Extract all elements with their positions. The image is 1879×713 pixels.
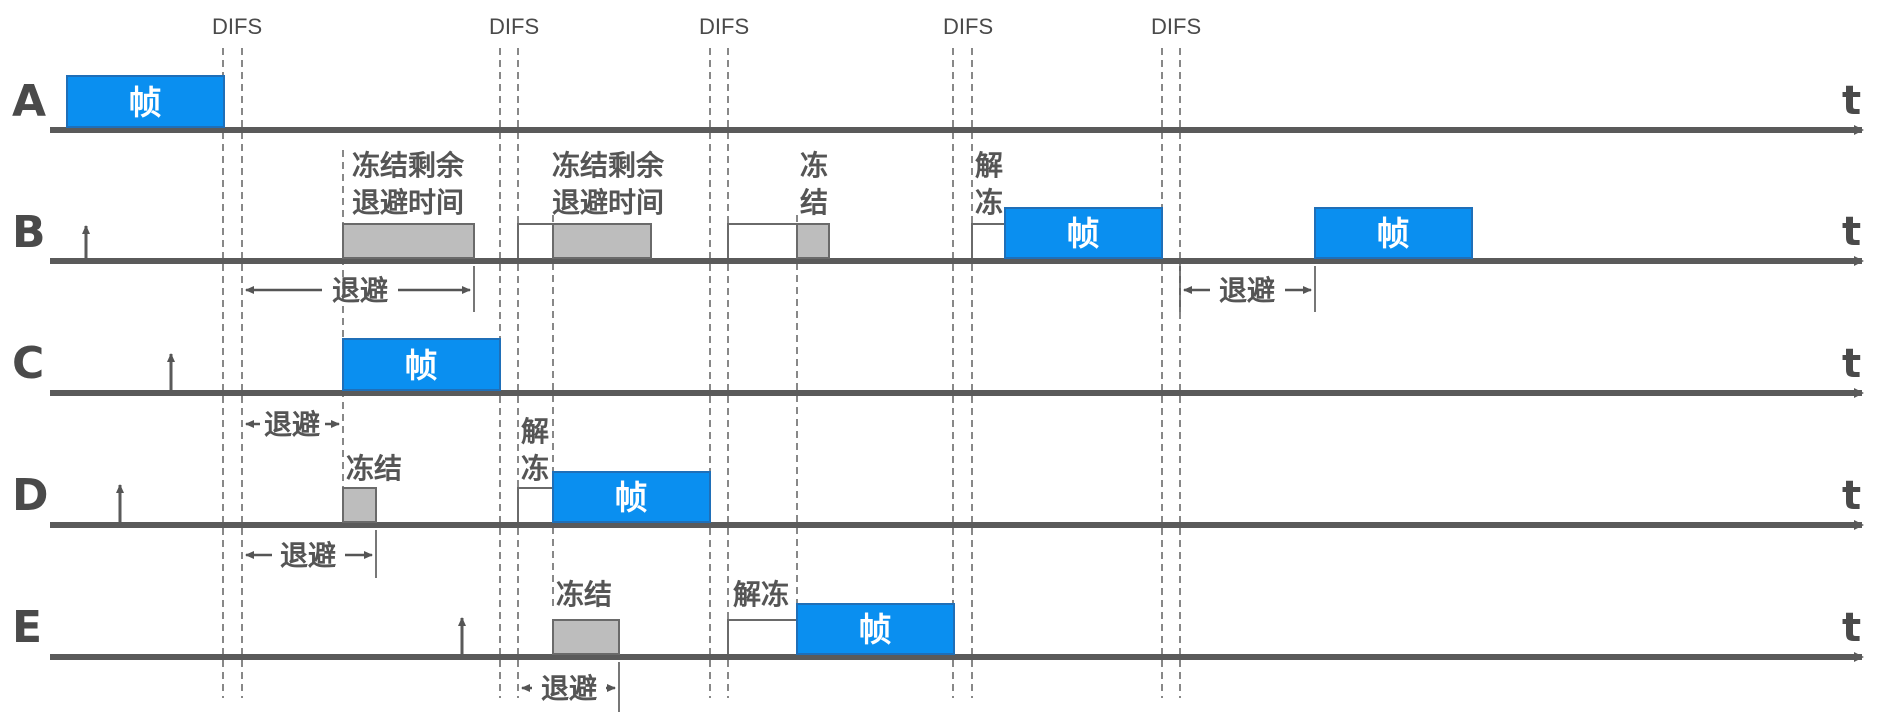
station-label-a: A xyxy=(12,76,46,127)
backoff-segment-b-2 xyxy=(552,223,652,259)
time-label-a: t xyxy=(1842,78,1861,124)
time-axes xyxy=(50,125,1864,662)
time-label-e: t xyxy=(1842,605,1861,651)
backoff-label-b-2: 退避 xyxy=(1219,274,1275,307)
frame-c xyxy=(342,338,501,391)
note-b-freeze-char1: 冻 xyxy=(800,149,828,182)
time-label-c: t xyxy=(1842,341,1861,387)
backoff-segment-d-1 xyxy=(342,487,377,523)
frame-d xyxy=(552,471,711,523)
note-b-unfreeze-char1: 解 xyxy=(975,149,1003,182)
note-b-freeze-remaining-2-line1: 冻结剩余 xyxy=(552,149,665,182)
difs-label-5: DIFS xyxy=(1151,14,1201,39)
frame-c-label: 帧 xyxy=(405,346,438,385)
frame-b-2-label: 帧 xyxy=(1377,214,1410,253)
frame-b-1-label: 帧 xyxy=(1067,214,1100,253)
frame-a xyxy=(66,75,225,128)
frame-b-1 xyxy=(1004,207,1163,259)
frame-e-label: 帧 xyxy=(859,610,892,649)
backoff-segment-e-1 xyxy=(552,619,620,655)
note-b-freeze-remaining-1-line2: 退避时间 xyxy=(352,186,464,219)
frame-b-2 xyxy=(1314,207,1473,259)
time-label-d: t xyxy=(1842,473,1861,519)
backoff-dimension-b-2 xyxy=(1179,266,1316,312)
arrival-arrows xyxy=(82,225,466,654)
backoff-segment-b-1 xyxy=(342,223,475,259)
note-b-unfreeze-char2: 冻 xyxy=(975,186,1003,219)
difs-label-4: DIFS xyxy=(943,14,993,39)
time-label-b: t xyxy=(1842,209,1861,255)
backoff-label-c: 退避 xyxy=(264,408,320,441)
backoff-segment-b-3 xyxy=(796,223,830,259)
note-e-freeze: 冻结 xyxy=(556,578,612,611)
idle-segment-e-1 xyxy=(727,619,797,654)
backoff-label-b-1: 退避 xyxy=(332,274,388,307)
note-e-unfreeze: 解冻 xyxy=(733,578,789,611)
station-label-d: D xyxy=(12,470,49,521)
backoff-dimension-d xyxy=(245,530,377,578)
note-d-unfreeze-char1: 解 xyxy=(521,415,549,448)
note-d-unfreeze-char2: 冻 xyxy=(521,452,549,485)
idle-segment-b-1 xyxy=(517,223,553,258)
frame-e xyxy=(796,603,955,655)
frame-a-label: 帧 xyxy=(129,83,162,122)
idle-segment-b-3 xyxy=(971,223,1005,258)
backoff-dimension-b-1 xyxy=(245,266,475,312)
frame-d-label: 帧 xyxy=(615,478,648,517)
backoff-label-d: 退避 xyxy=(280,539,336,572)
station-label-c: C xyxy=(12,338,44,389)
difs-label-2: DIFS xyxy=(489,14,539,39)
backoff-label-e: 退避 xyxy=(541,672,597,705)
idle-segment-d-1 xyxy=(517,487,553,522)
difs-guides xyxy=(222,48,1181,698)
note-d-freeze: 冻结 xyxy=(346,452,402,485)
difs-label-1: DIFS xyxy=(212,14,262,39)
station-label-e: E xyxy=(12,602,42,653)
note-b-freeze-remaining-1-line1: 冻结剩余 xyxy=(352,149,465,182)
difs-label-3: DIFS xyxy=(699,14,749,39)
note-b-freeze-remaining-2-line2: 退避时间 xyxy=(552,186,664,219)
idle-segment-b-2 xyxy=(727,223,797,258)
note-b-freeze-char2: 结 xyxy=(800,186,828,219)
backoff-dimension-e xyxy=(521,662,620,712)
station-label-b: B xyxy=(12,207,46,258)
